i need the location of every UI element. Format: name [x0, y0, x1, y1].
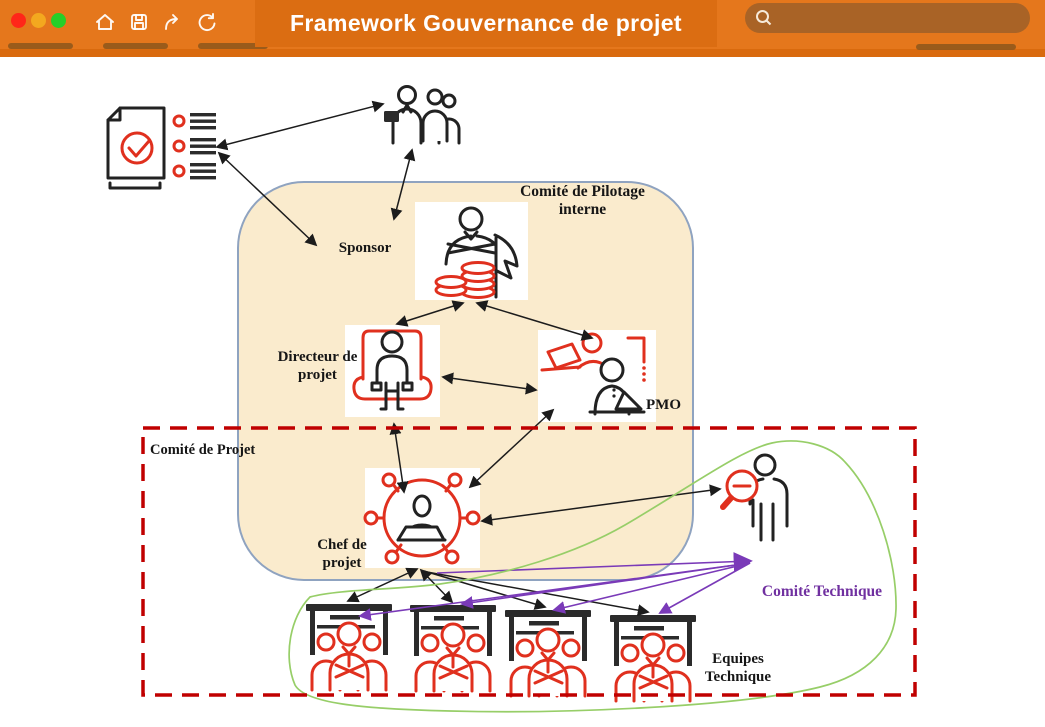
refresh-icon: [198, 13, 216, 32]
label-directeur: Directeur de projet: [277, 349, 358, 383]
label-comite-technique: Comité Technique: [761, 583, 883, 600]
save-icon: [131, 14, 147, 30]
refresh-button[interactable]: [194, 9, 220, 35]
toolbar-placeholder-bar: [916, 44, 1016, 50]
share-button[interactable]: [160, 9, 186, 35]
stakeholders-group-icon: [384, 85, 461, 145]
relationship-arrows-purple: [358, 552, 753, 621]
sponsor-money-icon: [415, 202, 528, 300]
pmo-laptops-icon: [538, 330, 656, 422]
director-armchair-icon: [345, 325, 440, 417]
project-manager-network-icon: [363, 468, 481, 568]
page-title-banner: Framework Gouvernance de projet: [255, 0, 717, 47]
checklist-document-icon: [106, 106, 216, 190]
team-desk-icon-1: [304, 602, 394, 692]
save-button[interactable]: [126, 9, 152, 35]
window-close-dot[interactable]: [11, 13, 26, 28]
toolbar-placeholder-bar: [198, 43, 268, 49]
window-minimize-dot[interactable]: [31, 13, 46, 28]
page-title: Framework Gouvernance de projet: [289, 10, 682, 36]
comite-projet-boundary: [141, 426, 917, 697]
browser-toolbar: Framework Gouvernance de projet: [0, 0, 1045, 57]
technical-scope-loop: [288, 440, 897, 713]
home-icon: [96, 14, 114, 30]
toolbar-placeholder-bar: [8, 43, 73, 49]
team-desk-icon-2: [408, 603, 498, 693]
team-desk-icon-4: [608, 613, 698, 703]
toolbar-placeholder-bar: [103, 43, 168, 49]
home-button[interactable]: [92, 9, 118, 35]
label-pmo: PMO: [646, 397, 681, 413]
window-fullscreen-dot[interactable]: [51, 13, 66, 28]
label-chef: Chef de projet: [317, 537, 367, 571]
team-desk-icon-3: [503, 608, 593, 698]
search-input[interactable]: [781, 10, 1011, 26]
search-icon: [756, 10, 772, 26]
reviewer-magnifier-icon: [720, 453, 789, 542]
label-comite-projet: Comité de Projet: [150, 442, 256, 458]
share-icon: [165, 14, 178, 30]
label-equipes-technique: Equipes Technique: [704, 651, 772, 685]
label-comite-pilotage: Comité de Pilotage interne: [520, 183, 645, 219]
search-bar[interactable]: [745, 3, 1030, 33]
label-sponsor: Sponsor: [338, 240, 392, 256]
